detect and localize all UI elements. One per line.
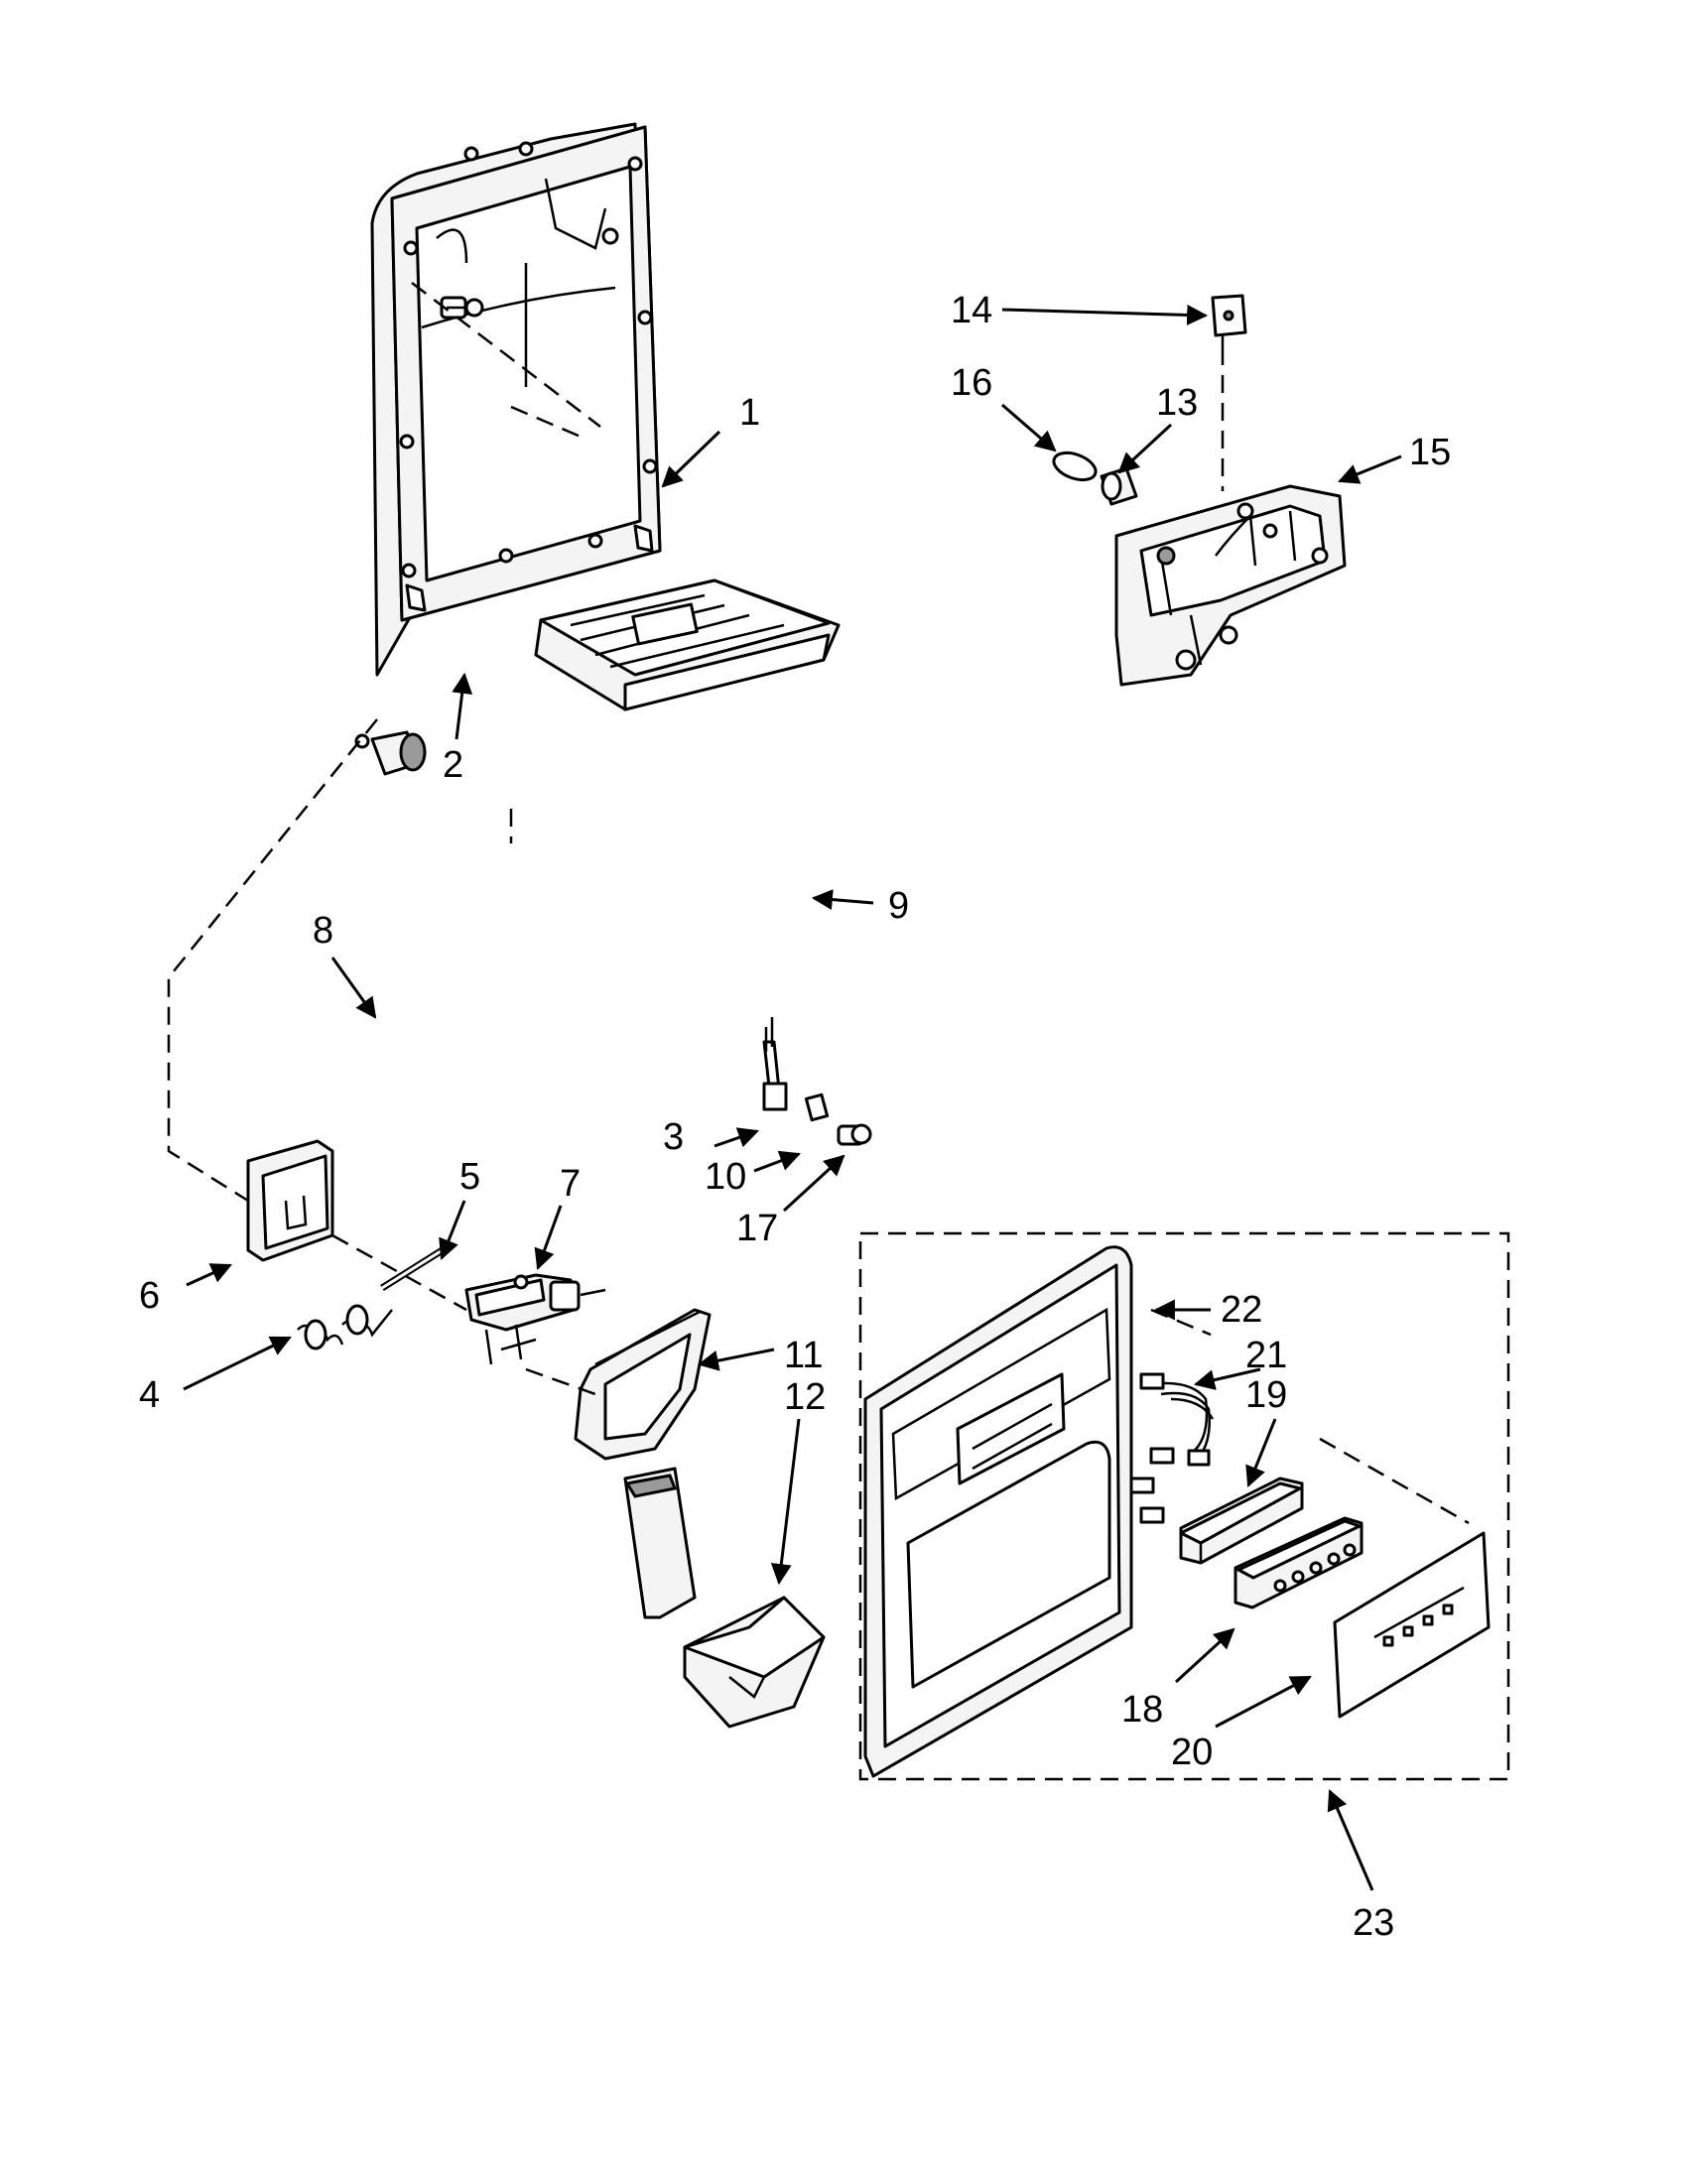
screw-2 [440,296,484,320]
callout-5: 5 [459,1156,480,1198]
callout-10: 10 [705,1156,746,1198]
callout-4: 4 [139,1374,160,1416]
callout-9: 9 [888,885,909,927]
wire-harness-21 [1129,1372,1215,1524]
overlay-label-20 [1333,1531,1491,1719]
control-panel-18 [1234,1516,1363,1609]
callout-13: 13 [1156,382,1198,424]
callout-14: 14 [951,290,992,331]
callout-17: 17 [736,1208,778,1249]
switch-housing-6 [246,1139,334,1262]
socket-13 [1100,466,1138,506]
callout-21: 21 [1245,1335,1287,1376]
drip-tray [534,578,841,711]
screw-17 [837,1123,872,1146]
dispenser-module-15 [1114,484,1347,687]
paddle-arm-11 [574,1308,712,1619]
assembly-lines [167,282,1510,1781]
callout-18: 18 [1121,1689,1163,1731]
callout-2: 2 [443,744,463,786]
connector-14 [1211,294,1247,347]
callout-12: 12 [784,1376,826,1418]
callout-3: 3 [663,1116,684,1158]
callout-19: 19 [1245,1374,1287,1416]
callout-11: 11 [784,1335,823,1376]
ice-chute-12 [683,1596,826,1729]
callout-1: 1 [739,392,760,434]
callout-labels: 1 2 3 4 5 6 7 8 9 10 11 12 13 14 15 16 1… [139,290,1451,1944]
spring-4 [297,1304,393,1350]
callout-16: 16 [951,362,992,404]
dispenser-front-22 [863,1245,1133,1778]
clip-3 [762,1017,788,1111]
leader-lines [183,304,1402,1891]
callout-15: 15 [1409,432,1451,473]
actuator-7 [464,1273,606,1365]
callout-7: 7 [560,1163,581,1205]
housing-frame [370,122,662,677]
callout-20: 20 [1171,1732,1213,1773]
callout-22: 22 [1221,1289,1262,1331]
plug-8 [354,730,427,776]
control-bracket-19 [1179,1477,1304,1565]
callout-8: 8 [313,910,333,952]
callout-23: 23 [1353,1902,1394,1944]
callout-6: 6 [139,1275,160,1317]
insulator-10 [804,1092,830,1122]
pin-5 [380,1243,451,1291]
bulb-16 [1052,450,1098,482]
